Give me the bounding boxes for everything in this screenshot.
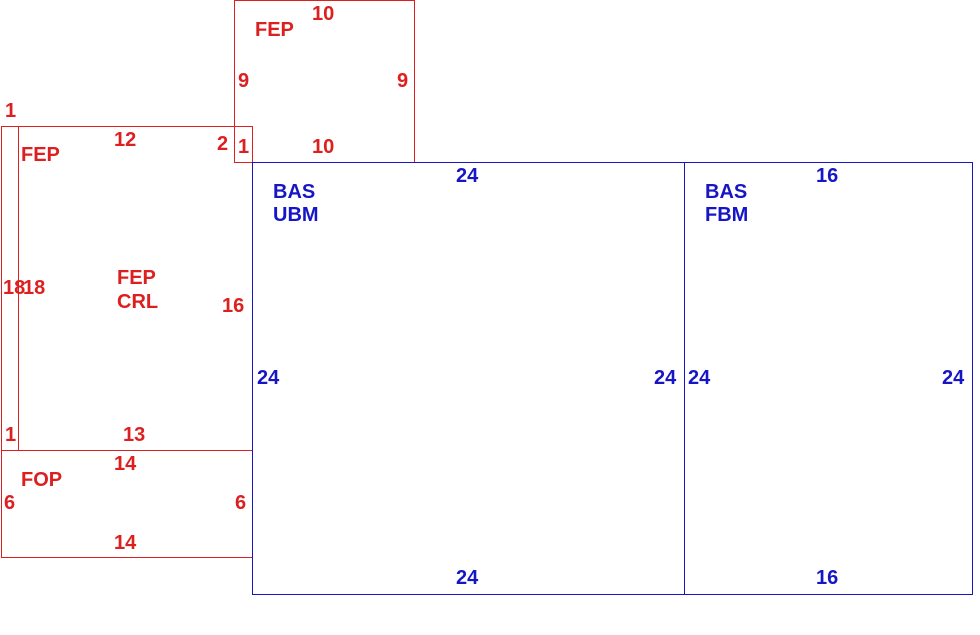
fep-main-dim-top: 12 [114, 129, 137, 151]
bas-ubm-name-line1: BAS [273, 181, 316, 203]
bas-ubm-dim-right: 24 [654, 367, 677, 389]
bas-ubm-dim-top: 24 [456, 165, 479, 187]
bas-ubm-dim-left: 24 [257, 367, 280, 389]
fep-main-dim-right: 16 [222, 295, 245, 317]
fep-top-dim-right: 9 [397, 70, 409, 92]
fep-top-dim-top: 10 [312, 3, 335, 25]
fop-dim-right: 6 [235, 492, 247, 514]
bas-fbm-name-line2: FBM [705, 204, 749, 226]
fep-main-name: FEP [21, 144, 60, 166]
fep-main-dim-left: 18 [23, 277, 46, 299]
fep-strip-dim-left: 18 [3, 277, 26, 299]
fop-name: FOP [21, 469, 63, 491]
bas-fbm-name-line1: BAS [705, 181, 748, 203]
fep-top-dim-extra: 1 [238, 136, 250, 158]
bas-fbm-dim-top: 16 [816, 165, 839, 187]
bas-fbm-dim-bottom: 16 [816, 567, 839, 589]
fep-top-dim-bottom: 10 [312, 136, 335, 158]
fep-strip-dim-top: 1 [5, 100, 17, 122]
fep-top-name: FEP [255, 19, 294, 41]
bas-ubm-name-line2: UBM [273, 204, 319, 226]
bas-fbm-dim-left: 24 [688, 367, 711, 389]
fop-dim-bottom: 14 [114, 532, 137, 554]
bas-fbm-dim-right: 24 [942, 367, 965, 389]
fep-main-dim-bottom: 13 [123, 424, 146, 446]
fep-crl-name-line1: FEP [117, 267, 156, 289]
fop-dim-top: 14 [114, 453, 137, 475]
room-bas-fbm [684, 162, 973, 595]
fep-main-dim-extra: 2 [217, 133, 229, 155]
fep-crl-name-line2: CRL [117, 291, 159, 313]
bas-ubm-dim-bottom: 24 [456, 567, 479, 589]
fep-top-dim-left: 9 [238, 70, 250, 92]
fep-strip-dim-bottom: 1 [5, 424, 17, 446]
fop-dim-left: 6 [4, 492, 16, 514]
